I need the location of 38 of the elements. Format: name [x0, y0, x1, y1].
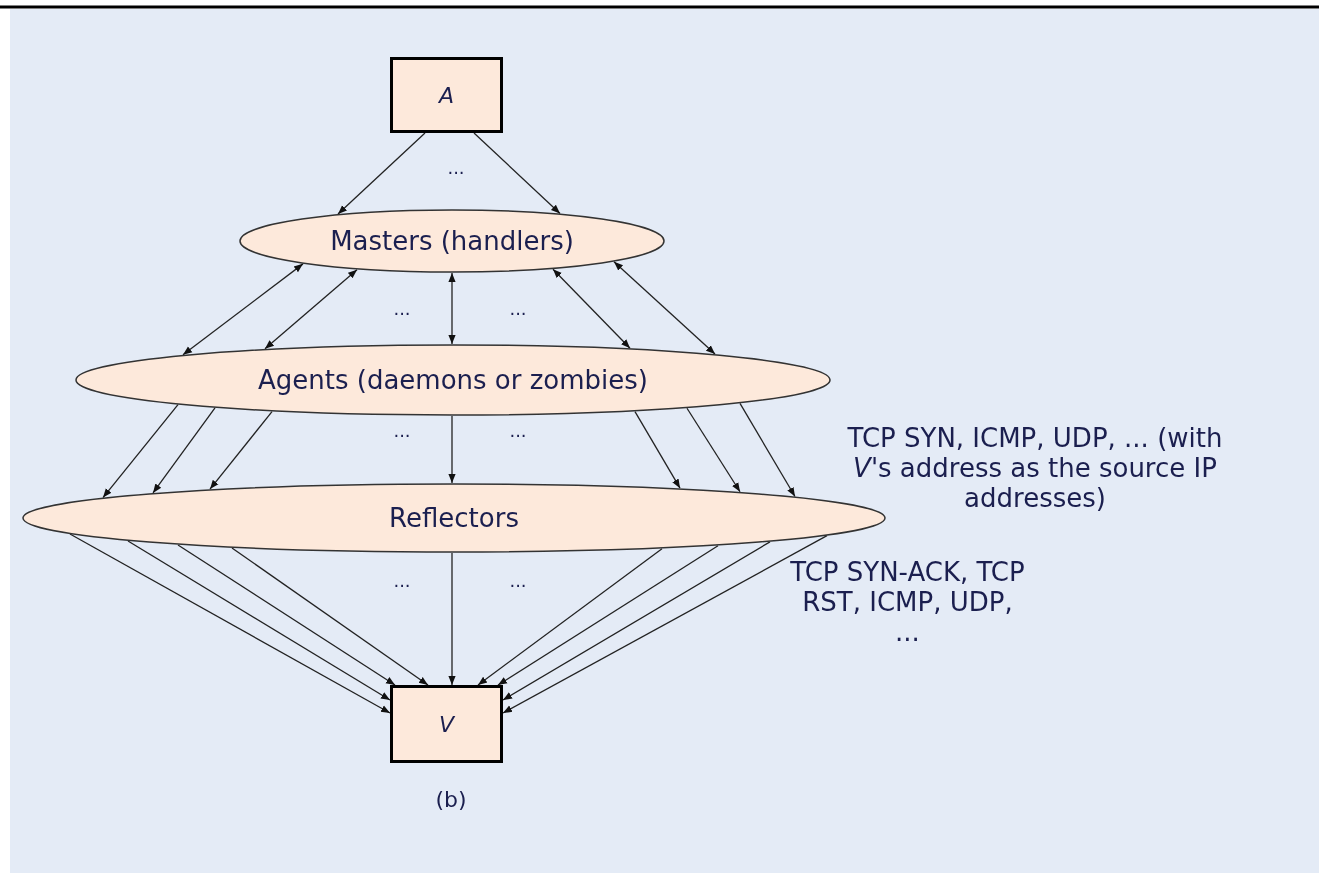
arrow	[477, 548, 663, 686]
arrow	[177, 544, 396, 686]
arrow	[209, 410, 273, 490]
arrow	[231, 547, 429, 686]
arrow	[473, 132, 561, 215]
annotation-text: TCP SYN, ICMP, UDP, ... (with V's address as the source IP addresses)	[846, 424, 1224, 514]
arrow	[264, 269, 358, 350]
arrow	[102, 404, 179, 499]
node-label: Masters (handlers)	[330, 226, 574, 256]
ellipsis-text: ···	[392, 426, 412, 447]
node-label: Reflectors	[389, 503, 519, 533]
arrow	[448, 552, 456, 686]
ellipsis-text: ···	[392, 576, 412, 597]
arrow	[739, 402, 796, 498]
arrow	[552, 268, 631, 349]
caption: (b)	[434, 787, 468, 813]
ellipsis-text: ···	[508, 426, 528, 447]
node-label: Agents (daemons or zombies)	[258, 365, 648, 395]
node-label: A	[438, 82, 455, 108]
arrow	[448, 272, 456, 345]
ellipsis-text: ···	[446, 163, 466, 184]
arrow	[686, 407, 741, 493]
arrow	[337, 132, 426, 215]
annotation-text: TCP SYN-ACK, TCP RST, ICMP, UDP, ...	[790, 558, 1025, 648]
arrow	[152, 407, 216, 494]
arrow	[182, 263, 304, 356]
arrow	[634, 410, 681, 489]
arrow	[502, 535, 828, 714]
arrow	[502, 541, 771, 701]
node-label: V	[438, 711, 455, 737]
ellipsis-text: ···	[392, 304, 412, 325]
ellipsis-text: ···	[508, 576, 528, 597]
arrow	[69, 533, 391, 714]
ellipsis-text: ···	[508, 304, 528, 325]
arrow	[127, 540, 391, 701]
arrow	[497, 545, 719, 686]
arrow	[448, 415, 456, 484]
arrow	[613, 261, 716, 355]
